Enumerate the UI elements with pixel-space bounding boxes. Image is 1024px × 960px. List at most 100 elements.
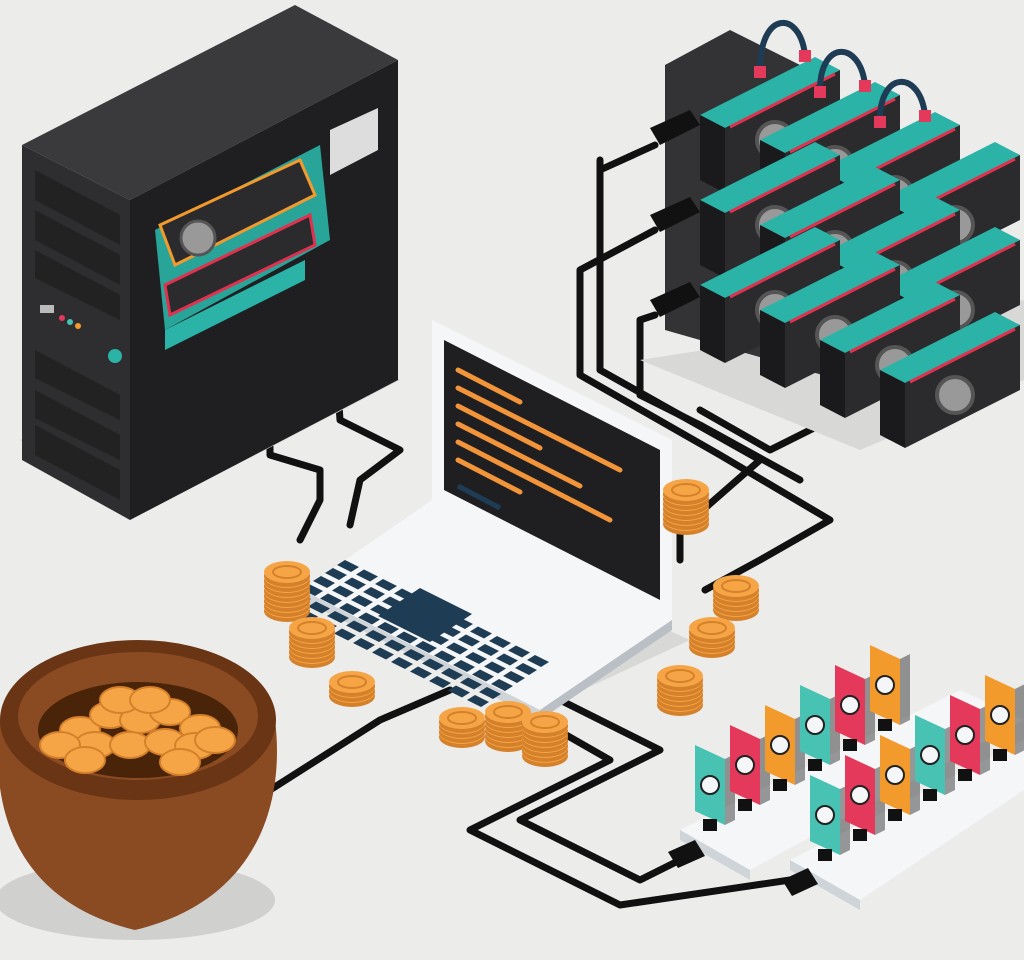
bitcoin-coin-icon [697,621,727,635]
keyboard-key [422,658,444,671]
coin-stack [689,617,735,658]
tower-gpu-fan-icon [179,219,217,257]
gpu-fan-icon [935,375,975,415]
usb-asic-miner-icon [870,645,910,731]
tower-front-vents [35,170,120,500]
bitcoin-coin-icon [64,746,106,774]
keyboard-key [515,663,537,675]
bitcoin-coin-icon [493,705,523,719]
laptop [277,320,690,720]
bitcoin-coin-icon [194,726,236,754]
coin-stack [657,665,703,716]
usb-asic-miner-icon [765,705,805,791]
cable-laptop-pot [266,686,454,794]
coin-stack [264,561,310,622]
keyboard-key [384,639,406,652]
keyboard-key [448,685,470,698]
keyboard-key [484,661,506,674]
keyboard-key [353,638,375,650]
keyboard-key [339,603,361,615]
usb-asic-miner-icon [730,725,770,811]
hub-plugs [668,840,818,896]
keyboard-key [396,631,418,644]
laptop-base [302,500,672,710]
keyboard-key [446,642,468,655]
keyboard-key [458,634,480,647]
bitcoin-coin-icon [159,748,201,776]
bitcoin-coin-icon [272,565,302,579]
usb-asic-miner-icon [835,665,875,751]
keyboard-key [325,568,347,580]
keyboard-key [363,587,385,599]
keyboard-key [429,676,451,688]
keyboard-key [327,611,349,623]
keyboard-key [477,644,499,656]
coin-stack [713,575,759,621]
keyboard-key [375,579,397,591]
keyboard-key [453,660,475,672]
keyboard-key [356,569,378,582]
keyboard-key [313,576,335,588]
keyboard-key [334,628,356,641]
bitcoin-coin-icon [109,731,151,759]
coin-stack [663,479,709,535]
keyboard-key [491,679,513,691]
keyboard-key [410,666,432,679]
gpu-card [880,312,1020,448]
usb-asic-miner-icon [915,715,955,801]
keyboard-key [470,626,492,639]
bitcoin-coin-icon [297,621,327,635]
tower-top [22,5,398,200]
usb-asic-miner-icon [880,735,920,821]
pot-coins [39,686,236,776]
gpu-mining-rig [640,19,1024,450]
tower-gpu-2 [163,212,317,318]
power-button-icon [108,349,122,363]
usb-asic-miner-icon [800,685,840,771]
keyboard-key [337,560,359,572]
bitcoin-coin-icon [671,483,701,497]
coin-stack [485,701,531,752]
pc-tower [20,5,400,520]
usb-asic-miner-icon [845,755,885,841]
keyboard-key [391,657,413,669]
coin-stack [289,617,335,668]
cable-rig-laptop-4 [636,311,804,484]
keyboard-key [496,653,518,666]
bitcoin-coin-icon [721,579,751,593]
coin-pot [0,640,277,940]
keyboard-key [320,593,342,606]
rig-tubes [757,19,928,121]
bitcoin-coin-icon [129,686,171,714]
keyboard-key [503,671,525,683]
usb-sticks [695,645,1024,861]
tower-front-io [40,305,122,363]
usb-asic-miner-icon [695,745,735,831]
bitcoin-coin-icon [530,715,560,729]
tower-psu-slot [330,108,378,175]
bitcoin-coin-icon [337,675,367,689]
coin-stack [329,671,375,707]
laptop-code-line-blue [456,483,502,511]
coin-stack [522,711,568,767]
cable-rig-laptop-2 [596,141,659,174]
keyboard-key [346,620,368,633]
coin-stacks [264,479,759,767]
keyboard-key [489,636,511,648]
keyboard-key [441,668,463,680]
keyboard-key [332,585,354,598]
usb-asic-miner-icon [985,675,1024,761]
cable-rig-laptop-3 [576,226,834,594]
keyboard-key [527,655,549,667]
keyboard-key [467,695,489,707]
keyboard-key [351,595,373,607]
keyboard-key [415,641,437,653]
keyboard-key [403,649,425,661]
keyboard-key [365,630,387,642]
keyboard-key [372,647,394,660]
keyboard-key [472,669,494,682]
keyboard-key [358,612,380,625]
rig-tube-caps [754,50,931,128]
bitcoin-coin-icon [447,711,477,725]
coin-stack [439,707,485,748]
